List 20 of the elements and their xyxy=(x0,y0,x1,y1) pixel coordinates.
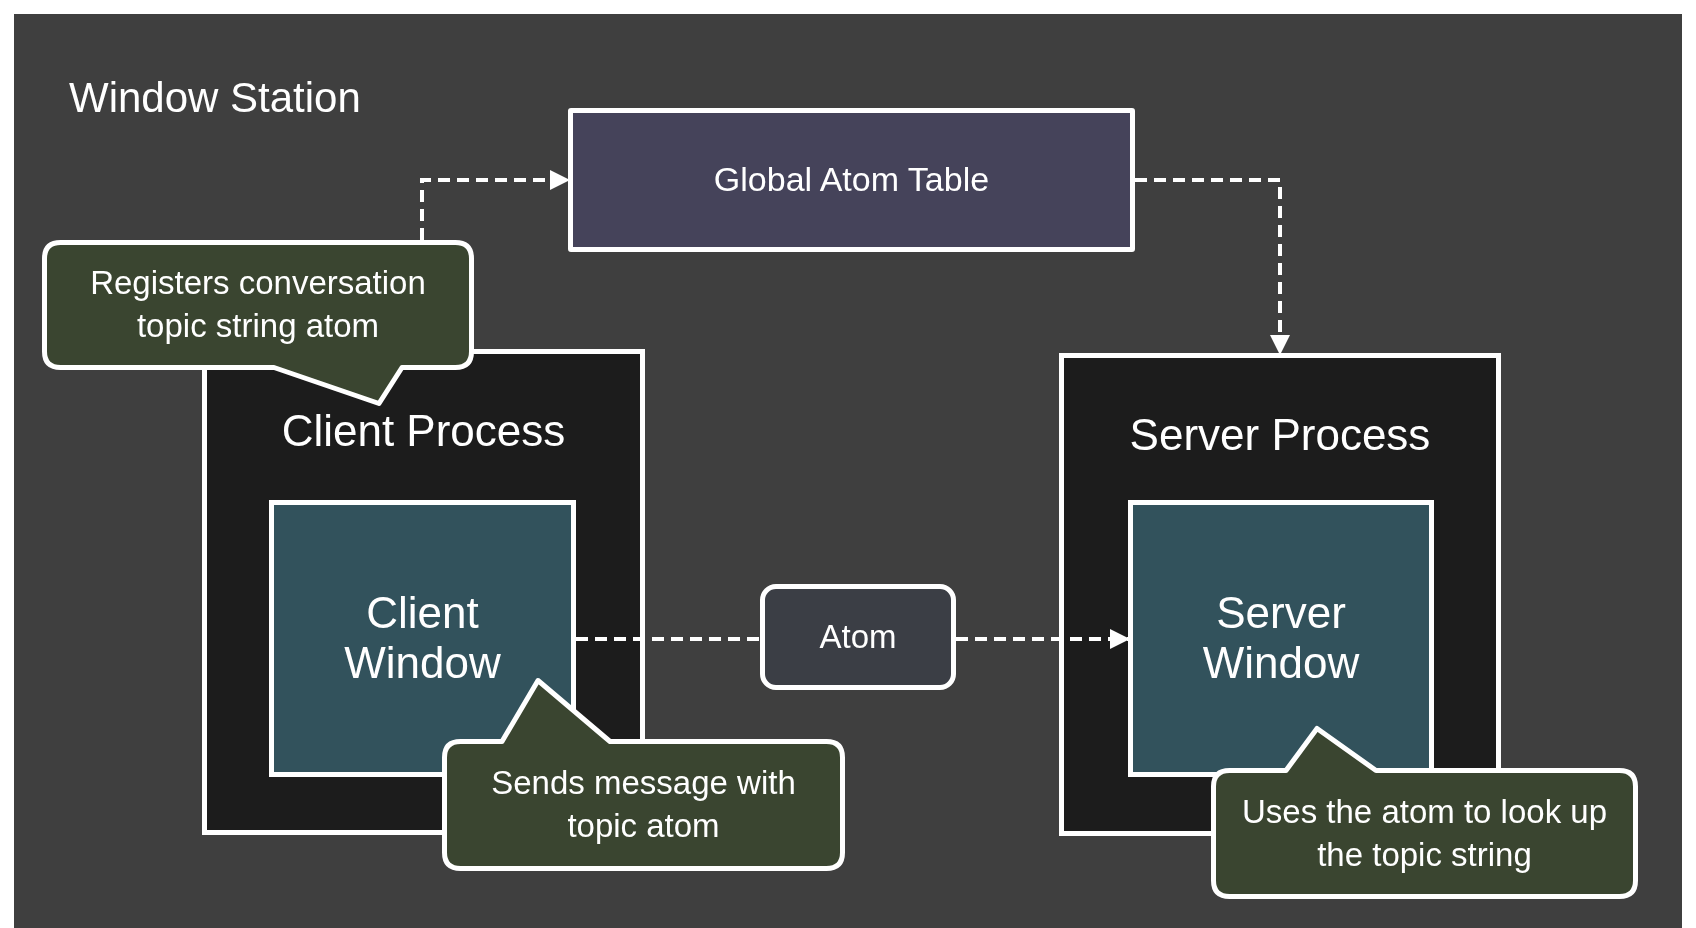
arrow xyxy=(1135,178,1290,355)
atom-box xyxy=(760,584,956,690)
arrow xyxy=(956,629,1130,649)
callout-tooltip xyxy=(1211,726,1638,899)
connector-line xyxy=(576,637,760,641)
atom-table-box xyxy=(568,108,1135,252)
callout-text: Registers conversation topic string atom xyxy=(89,263,427,346)
box-label: Atom xyxy=(818,618,898,656)
callout-tooltip xyxy=(42,240,474,406)
arrow xyxy=(420,170,570,240)
box-label: Client Window xyxy=(343,587,502,690)
process-title: Server Process xyxy=(1128,410,1432,461)
process-title: Client Process xyxy=(280,406,567,457)
window-box xyxy=(1128,500,1434,777)
panel-title: Window Station xyxy=(69,74,361,123)
callout-tooltip xyxy=(442,678,845,871)
callout-text: Sends message with topic atom xyxy=(490,763,797,846)
callout-text: Uses the atom to look up the topic string xyxy=(1241,791,1608,875)
box-label: Server Window xyxy=(1201,587,1361,690)
box-label: Global Atom Table xyxy=(712,160,991,200)
